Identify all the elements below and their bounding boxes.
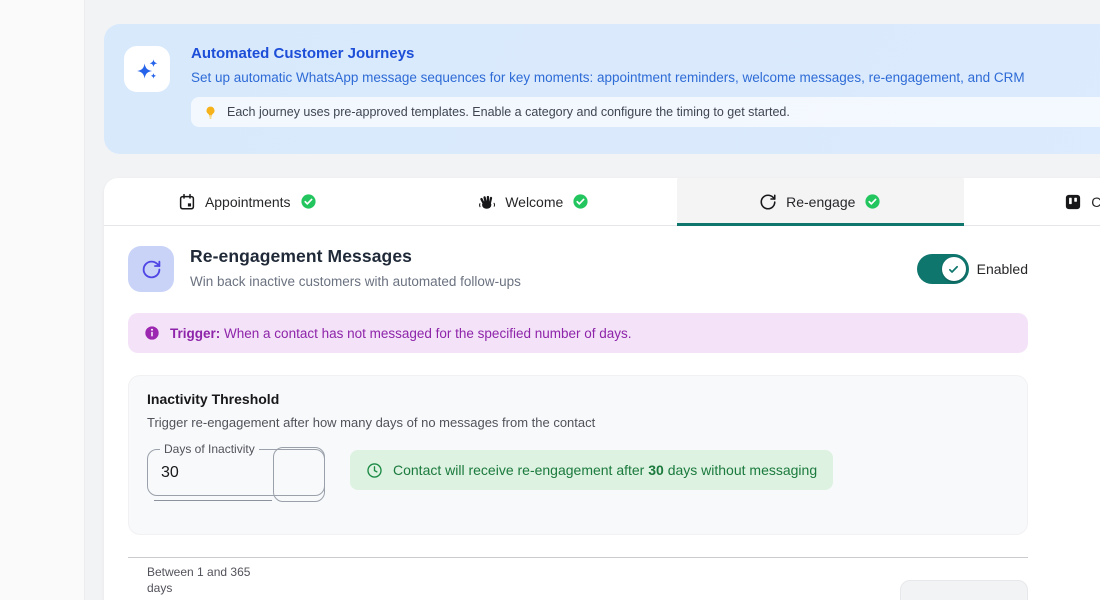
banner-tip-text: Each journey uses pre-approved templates… [227,105,790,119]
lightbulb-icon [203,105,218,120]
trigger-banner: Trigger: When a contact has not messaged… [128,313,1028,353]
calendar-icon [178,193,196,211]
trigger-label: Trigger: [170,325,221,341]
trigger-text: When a contact has not messaged for the … [224,325,632,341]
tab-label: CRM [1091,193,1100,210]
footer-action-button[interactable] [900,580,1028,600]
journey-tabs: Appointments [104,178,1100,226]
note-value: 30 [648,462,664,478]
section-title: Re-engagement Messages [190,246,413,266]
field-label: Days of Inactivity [164,442,255,456]
journeys-banner: Automated Customer Journeys Set up autom… [104,24,1100,154]
tab-welcome[interactable]: Welcome [391,178,678,225]
inactivity-threshold-panel: Inactivity Threshold Trigger re-engageme… [128,375,1028,595]
refresh-icon [759,193,777,211]
check-circle-icon [572,193,589,210]
days-input[interactable] [149,458,283,488]
toggle-knob [941,257,966,281]
banner-subtitle: Set up automatic WhatsApp message sequen… [191,70,1025,85]
tab-label: Appointments [204,193,291,210]
note-suffix: days without messaging [663,462,818,478]
waving-hand-icon [478,193,496,211]
tab-label: Welcome [505,193,564,210]
tab-crm[interactable]: CRM [964,178,1100,225]
check-circle-icon [300,193,317,210]
clock-icon [366,462,383,479]
journeys-card: Appointments [104,178,1100,600]
section-divider [128,557,1028,558]
tab-re-engage[interactable]: Re-engage [677,178,964,226]
tab-label: Re-engage [786,193,856,210]
toggle-label: Enabled [976,261,1028,277]
kanban-icon [1064,193,1082,211]
panel-title: Inactivity Threshold [147,391,280,407]
note-prefix: Contact will receive re-engagement after [393,462,649,478]
days-of-inactivity-field[interactable]: Days of Inactivity Between 1 and 365 day… [147,442,325,596]
sparkles-icon [124,46,170,92]
tab-appointments[interactable]: Appointments [104,178,391,225]
panel-subtitle: Trigger re-engagement after how many day… [147,415,596,430]
re-engage-section-icon [128,246,174,292]
field-helper-text: Between 1 and 365 days [147,565,251,596]
info-icon [144,325,160,341]
banner-tip: Each journey uses pre-approved templates… [191,97,1100,127]
field-underline [154,500,272,501]
re-engagement-note: Contact will receive re-engagement after… [350,450,834,490]
check-circle-icon [864,193,881,210]
enabled-toggle[interactable] [916,254,969,284]
section-subtitle: Win back inactive customers with automat… [190,274,521,289]
banner-title: Automated Customer Journeys [191,45,415,62]
